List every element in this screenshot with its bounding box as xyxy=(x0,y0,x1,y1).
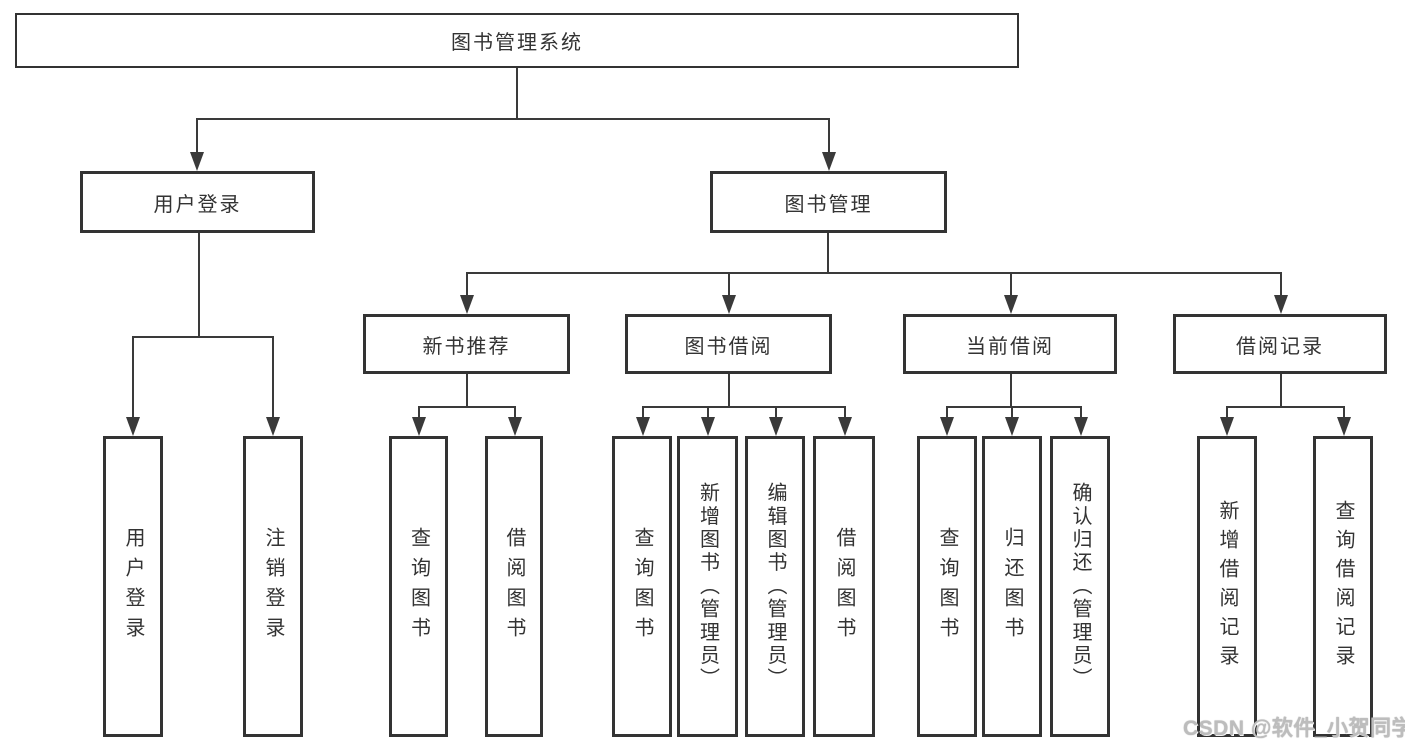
arrowhead-down-icon xyxy=(822,152,836,171)
node-new-book-recommend-label: 新书推荐 xyxy=(422,335,511,358)
leaf-current-query-books-label: 查询图书 xyxy=(936,526,958,647)
connector-line xyxy=(1080,406,1082,418)
leaf-logout-login-label: 注销登录 xyxy=(262,526,284,647)
connector-line xyxy=(466,272,468,296)
node-new-book-recommend: 新书推荐 xyxy=(363,314,570,374)
leaf-current-return-books-label: 归还图书 xyxy=(1001,526,1023,647)
connector-line xyxy=(514,406,516,418)
leaf-current-confirm-return-admin-label: 确认归还（管理员） xyxy=(1069,482,1091,691)
arrowhead-down-icon xyxy=(1337,417,1351,436)
node-borrow-records: 借阅记录 xyxy=(1173,314,1387,374)
leaf-logout-login: 注销登录 xyxy=(243,436,303,737)
leaf-borrow-add-books-admin-label: 新增图书（管理员） xyxy=(696,482,719,691)
arrowhead-down-icon xyxy=(1004,295,1018,314)
arrowhead-down-icon xyxy=(508,417,522,436)
csdn-watermark: CSDN @软件_小贺同学 xyxy=(1183,717,1405,740)
connector-line xyxy=(827,233,829,274)
connector-line xyxy=(828,118,830,153)
leaf-records-add-record: 新增借阅记录 xyxy=(1197,436,1257,737)
arrowhead-down-icon xyxy=(701,417,715,436)
connector-line xyxy=(728,374,730,408)
leaf-user-login: 用户登录 xyxy=(103,436,163,737)
connector-line xyxy=(466,272,1282,274)
connector-line xyxy=(132,336,274,338)
connector-line xyxy=(418,406,516,408)
arrowhead-down-icon xyxy=(1074,417,1088,436)
node-root: 图书管理系统 xyxy=(15,13,1019,68)
arrowhead-down-icon xyxy=(722,295,736,314)
connector-line xyxy=(946,406,1082,408)
leaf-user-login-label: 用户登录 xyxy=(122,526,144,647)
leaf-recommend-query-books-label: 查询图书 xyxy=(407,526,430,647)
leaf-borrow-query-books: 查询图书 xyxy=(612,436,672,737)
connector-line xyxy=(196,118,830,120)
connector-line xyxy=(1011,406,1013,418)
arrowhead-down-icon xyxy=(636,417,650,436)
connector-line xyxy=(707,406,709,418)
leaf-current-return-books: 归还图书 xyxy=(982,436,1042,737)
connector-line xyxy=(132,336,134,418)
arrowhead-down-icon xyxy=(1005,417,1019,436)
leaf-borrow-add-books-admin: 新增图书（管理员） xyxy=(677,436,738,737)
leaf-borrow-edit-books-admin: 编辑图书（管理员） xyxy=(745,436,805,737)
connector-line xyxy=(196,118,198,153)
connector-line xyxy=(198,233,200,337)
leaf-records-query-record-label: 查询借阅记录 xyxy=(1332,499,1354,674)
leaf-recommend-query-books: 查询图书 xyxy=(389,436,448,737)
node-user-login: 用户登录 xyxy=(80,171,315,233)
arrowhead-down-icon xyxy=(1220,417,1234,436)
leaf-current-query-books: 查询图书 xyxy=(917,436,977,737)
arrowhead-down-icon xyxy=(412,417,426,436)
connector-line xyxy=(1226,406,1228,418)
leaf-recommend-borrow-books-label: 借阅图书 xyxy=(503,526,525,647)
leaf-records-add-record-label: 新增借阅记录 xyxy=(1216,499,1238,674)
leaf-borrow-borrow-books-label: 借阅图书 xyxy=(833,526,855,647)
connector-line xyxy=(642,406,644,418)
node-user-login-label: 用户登录 xyxy=(153,193,242,216)
connector-line xyxy=(946,406,948,418)
node-root-label: 图书管理系统 xyxy=(451,32,583,54)
arrowhead-down-icon xyxy=(266,417,280,436)
node-current-borrow: 当前借阅 xyxy=(903,314,1117,374)
connector-line xyxy=(1280,374,1282,408)
node-book-borrow-label: 图书借阅 xyxy=(684,335,773,358)
leaf-current-confirm-return-admin: 确认归还（管理员） xyxy=(1050,436,1110,737)
connector-line xyxy=(642,406,846,408)
connector-line xyxy=(728,272,730,296)
leaf-borrow-borrow-books: 借阅图书 xyxy=(813,436,875,737)
connector-line xyxy=(775,406,777,418)
connector-line xyxy=(1343,406,1345,418)
arrowhead-down-icon xyxy=(460,295,474,314)
leaf-borrow-query-books-label: 查询图书 xyxy=(631,526,653,647)
leaf-records-query-record: 查询借阅记录 xyxy=(1313,436,1373,737)
connector-line xyxy=(1010,272,1012,296)
node-borrow-records-label: 借阅记录 xyxy=(1236,335,1324,358)
connector-line xyxy=(516,68,518,119)
connector-line xyxy=(466,374,468,408)
arrowhead-down-icon xyxy=(1274,295,1288,314)
connector-line xyxy=(418,406,420,418)
arrowhead-down-icon xyxy=(126,417,140,436)
arrowhead-down-icon xyxy=(190,152,204,171)
node-book-borrow: 图书借阅 xyxy=(625,314,832,374)
node-current-borrow-label: 当前借阅 xyxy=(966,335,1054,358)
node-book-management-label: 图书管理 xyxy=(784,193,873,216)
node-book-management: 图书管理 xyxy=(710,171,947,233)
leaf-borrow-edit-books-admin-label: 编辑图书（管理员） xyxy=(764,482,786,691)
connector-line xyxy=(1280,272,1282,296)
leaf-recommend-borrow-books: 借阅图书 xyxy=(485,436,543,737)
connector-line xyxy=(844,406,846,418)
connector-line xyxy=(272,336,274,418)
connector-line xyxy=(1010,374,1012,408)
arrowhead-down-icon xyxy=(769,417,783,436)
connector-line xyxy=(1226,406,1344,408)
arrowhead-down-icon xyxy=(838,417,852,436)
arrowhead-down-icon xyxy=(940,417,954,436)
